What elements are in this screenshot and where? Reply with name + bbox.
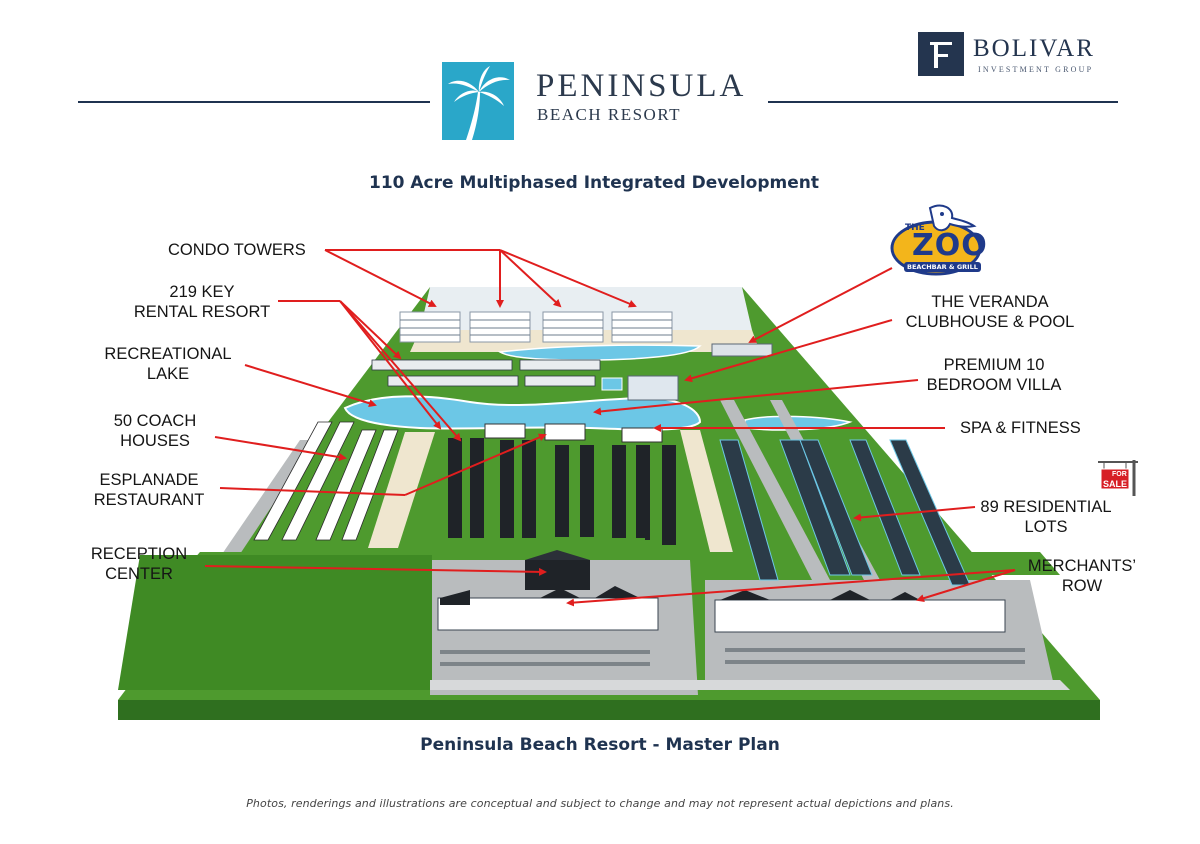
merchants-row-left: [437, 597, 659, 631]
label-merchants-line2: ROW: [1061, 577, 1103, 595]
label-coach-houses-line1: 50 COACH: [113, 412, 197, 430]
condo-towers: [399, 311, 673, 343]
label-residential: 89 RESIDENTIAL LOTS: [966, 497, 1126, 537]
arrow-coach: [214, 436, 347, 461]
brand-name: PENINSULA: [536, 68, 747, 104]
label-veranda-line2: CLUBHOUSE & POOL: [905, 313, 1075, 331]
brand-subtitle: BEACH RESORT: [537, 105, 682, 124]
esplanade-path-right: [680, 430, 735, 560]
arrow-esplanade-1: [219, 487, 406, 496]
label-spa-line1: SPA & FITNESS: [960, 419, 1081, 437]
esplanade-path-left: [368, 432, 435, 548]
zoo-logo-sub: BEACHBAR & GRILL: [904, 262, 981, 272]
partner-subtitle: INVESTMENT GROUP: [978, 65, 1094, 74]
label-recreational-lake: RECREATIONAL LAKE: [80, 344, 256, 384]
central-housing: [448, 438, 676, 545]
site-ground-edge: [118, 700, 1100, 720]
disclaimer: Photos, renderings and illustrations are…: [246, 797, 954, 810]
label-condo-towers: CONDO TOWERS: [168, 240, 306, 260]
arrow-villa: [593, 379, 919, 416]
parking-rows: [440, 648, 1025, 666]
coach-houses: [253, 421, 399, 541]
label-recreational-lake-line2: LAKE: [146, 365, 190, 383]
zoo-logo-the: THE: [905, 223, 925, 233]
development-heading: 110 Acre Multiphased Integrated Developm…: [368, 173, 819, 193]
for-sale-line2: SALE: [1103, 479, 1128, 489]
label-coach-houses-line2: HOUSES: [120, 432, 190, 450]
header-rule-right: [768, 101, 1118, 103]
label-coach-houses: 50 COACH HOUSES: [80, 411, 230, 451]
arrow-lake: [244, 364, 377, 408]
label-esplanade-line1: ESPLANADE: [99, 471, 199, 489]
residential-road: [720, 400, 830, 580]
spa-pond: [744, 415, 853, 431]
label-rental-resort-line1: 219 KEY: [169, 283, 235, 301]
arrow-zoo: [748, 267, 893, 343]
palm-tree-icon: [442, 62, 514, 140]
label-veranda-line1: THE VERANDA: [931, 293, 1049, 311]
label-merchants-line1: MERCHANTS’: [1027, 557, 1137, 575]
label-reception: RECEPTION CENTER: [64, 544, 214, 584]
label-condo-towers-line1: CONDO TOWERS: [168, 241, 306, 259]
arrow-rental-2: [339, 300, 402, 360]
road-bottom: [430, 680, 1070, 690]
pelican-icon: [890, 204, 982, 276]
arrow-rental-3: [339, 300, 442, 430]
label-rental-resort: 219 KEY RENTAL RESORT: [112, 282, 292, 322]
building-monogram-icon: [918, 32, 964, 76]
arrow-condo-1: [324, 249, 437, 307]
main-road-left: [218, 440, 316, 560]
label-residential-line1: 89 RESIDENTIAL: [980, 498, 1112, 516]
zoo-logo-name: ZOO: [912, 228, 988, 263]
label-spa: SPA & FITNESS: [960, 418, 1081, 438]
arrow-merchants-2: [916, 569, 1016, 603]
for-sale-line1: FOR: [1112, 471, 1127, 478]
label-residential-line2: LOTS: [1024, 518, 1068, 536]
label-merchants: MERCHANTS’ ROW: [1012, 556, 1152, 596]
header-rule-left: [78, 101, 430, 103]
partner-name: BOLIVAR: [973, 35, 1095, 62]
label-reception-line2: CENTER: [105, 565, 173, 583]
master-plan-title: Peninsula Beach Resort - Master Plan: [420, 735, 780, 755]
arrow-merchants-1: [566, 569, 1016, 607]
esplanade-building: [484, 423, 526, 439]
clubhouse-pool: [601, 377, 623, 391]
label-veranda: THE VERANDA CLUBHOUSE & POOL: [890, 292, 1090, 332]
label-esplanade-line2: RESTAURANT: [93, 491, 205, 509]
label-rental-resort-line2: RENTAL RESORT: [133, 303, 271, 321]
arrow-condo-4: [499, 249, 562, 308]
label-villa-line1: PREMIUM 10: [943, 356, 1045, 374]
reception-center: [525, 560, 590, 590]
label-villa: PREMIUM 10 BEDROOM VILLA: [906, 355, 1082, 395]
merchants-row-right: [714, 599, 1006, 633]
callout-arrows: [204, 249, 1016, 607]
arrow-residential: [853, 506, 976, 522]
label-esplanade: ESPLANADE RESTAURANT: [74, 470, 224, 510]
upper-lake: [497, 344, 702, 361]
spa-building: [621, 427, 663, 443]
arrow-rental-4: [339, 300, 462, 442]
veranda-clubhouse: [627, 375, 679, 401]
arrow-reception: [204, 565, 547, 576]
label-reception-line1: RECEPTION: [90, 545, 188, 563]
rental-resort-rows: [371, 359, 601, 387]
residential-lots: [719, 439, 971, 586]
label-recreational-lake-line1: RECREATIONAL: [104, 345, 232, 363]
central-green: [455, 538, 645, 552]
arrow-veranda: [684, 319, 893, 383]
label-villa-line2: BEDROOM VILLA: [926, 376, 1062, 394]
arrow-esplanade-2: [404, 433, 547, 496]
reception-lawn: [118, 555, 432, 690]
villa-building: [544, 423, 586, 441]
zoo-beachbar: [711, 343, 773, 357]
arrow-condo-5: [499, 249, 637, 308]
